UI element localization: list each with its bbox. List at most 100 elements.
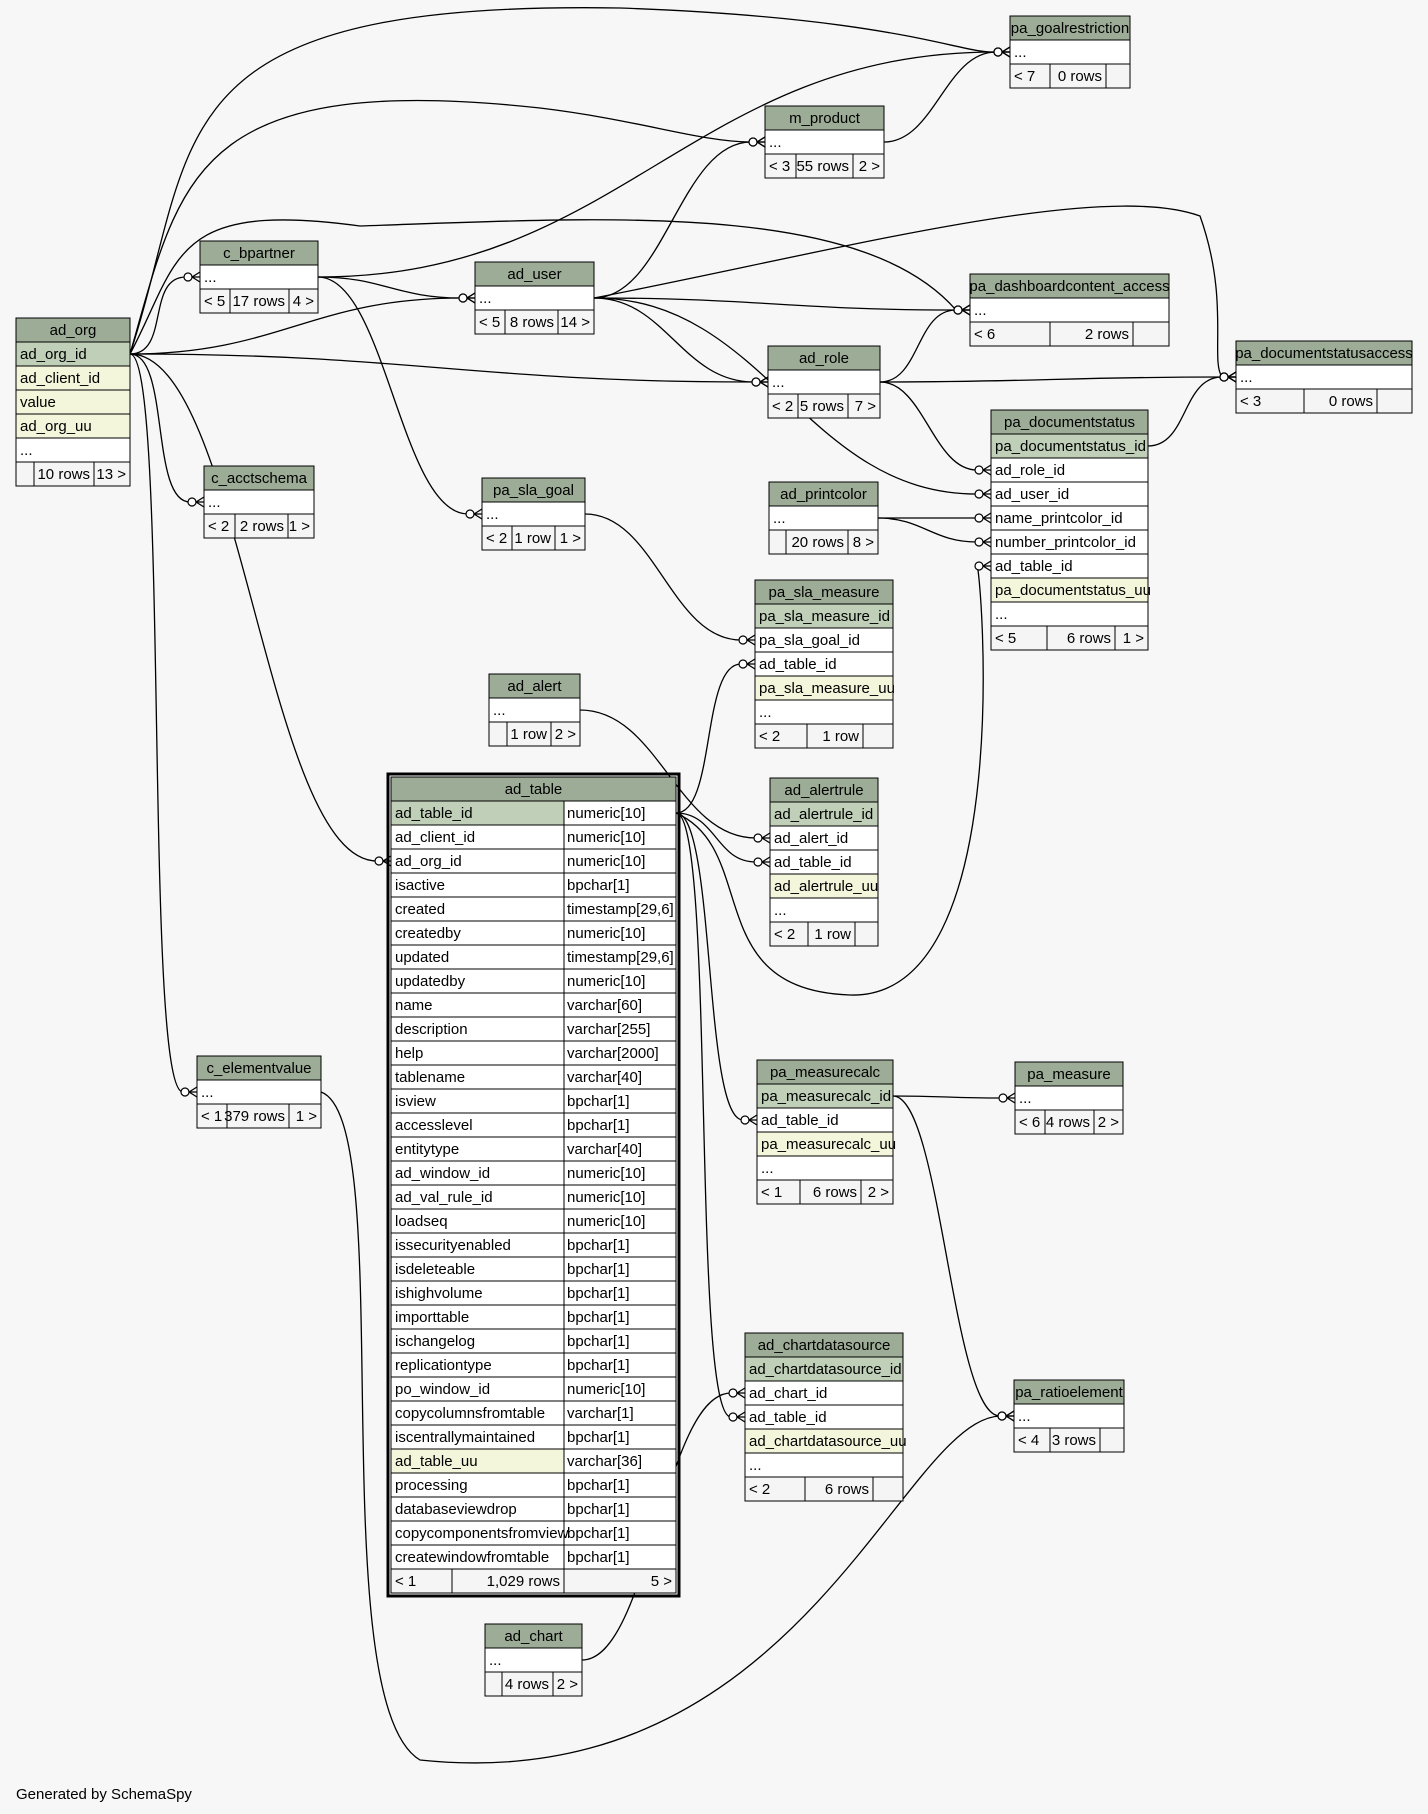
- optional-circle-marker: [738, 635, 748, 645]
- column-type: varchar[40]: [567, 1141, 642, 1158]
- children-count: 2 >: [557, 1676, 579, 1693]
- column-name: isactive: [395, 877, 445, 894]
- relationship-line-ad-table-to-ad-chartdatasource: [675, 812, 732, 1418]
- more-columns-ellipsis: ...: [1019, 1090, 1032, 1107]
- optional-circle-marker: [180, 1087, 190, 1097]
- column-type: numeric[10]: [567, 1213, 645, 1230]
- column-row: pa_measurecalc_uu: [756, 1131, 896, 1157]
- relationship-line-c-bpartner-to-ad-user: [317, 276, 462, 299]
- more-columns-row: ...: [1014, 1085, 1124, 1111]
- more-columns-ellipsis: ...: [20, 442, 33, 459]
- relationship-line-ad-table-to-pa-documentstatus: [675, 565, 984, 996]
- more-columns-row: ...: [203, 489, 315, 515]
- relationship-line-ad-role-to-pa-documentstatus: [879, 381, 978, 471]
- optional-circle-marker: [998, 1093, 1008, 1103]
- relationship-line-ad-printcolor-to-pa-documentstatus: [877, 517, 978, 543]
- children-count: 14 >: [560, 314, 590, 331]
- column-row: number_printcolor_id: [990, 529, 1149, 555]
- crows-foot-marker: [1227, 371, 1237, 383]
- table-pa-documentstatus[interactable]: pa_documentstatuspa_documentstatus_idad_…: [990, 409, 1151, 651]
- column-name: ad_window_id: [395, 1165, 490, 1182]
- row-count: 55 rows: [796, 158, 849, 175]
- column-name: description: [395, 1021, 468, 1038]
- more-columns-ellipsis: ...: [1240, 369, 1253, 386]
- column-type: bpchar[1]: [567, 1237, 630, 1254]
- crows-foot-marker: [1001, 46, 1011, 58]
- children-count: 2 >: [555, 726, 577, 743]
- crows-foot-marker: [982, 464, 992, 476]
- column-type: varchar[1]: [567, 1405, 634, 1422]
- children-count: 2 >: [1098, 1114, 1120, 1131]
- column-type: bpchar[1]: [567, 1261, 630, 1278]
- more-columns-row: ...: [196, 1079, 322, 1105]
- relationship-line-pa-sla-goal-to-pa-sla-measure: [584, 513, 742, 641]
- more-columns-ellipsis: ...: [208, 494, 221, 511]
- row-count: 2 rows: [240, 518, 284, 535]
- row-count: 20 rows: [791, 534, 844, 551]
- table-title: ad_alert: [507, 678, 562, 695]
- row-count: 17 rows: [232, 293, 285, 310]
- table-title: ad_role: [799, 350, 849, 367]
- column-row: pa_sla_measure_uu: [754, 675, 895, 701]
- crows-foot-marker: [982, 512, 992, 524]
- relationship-line-ad-table-to-ad-alertrule: [675, 812, 757, 863]
- relationship-line-pa-measurecalc-to-pa-measure: [892, 1095, 1002, 1099]
- column-name: processing: [395, 1477, 468, 1494]
- table-ad-org[interactable]: ad_orgad_org_idad_client_idvaluead_org_u…: [15, 317, 131, 487]
- relationship-line-ad-org-to-ad-role: [129, 353, 755, 383]
- parents-count: < 1: [201, 1108, 222, 1125]
- more-columns-ellipsis: ...: [774, 902, 787, 919]
- table-pa-sla-measure[interactable]: pa_sla_measurepa_sla_measure_idpa_sla_go…: [754, 579, 895, 749]
- crows-foot-marker: [195, 496, 205, 508]
- column-name: name_printcolor_id: [995, 510, 1123, 527]
- table-ad-chartdatasource[interactable]: ad_chartdatasourcead_chartdatasource_ida…: [744, 1332, 907, 1502]
- relationship-line-ad-org-to-m-product: [129, 99, 752, 355]
- table-pa-measurecalc[interactable]: pa_measurecalcpa_measurecalc_idad_table_…: [756, 1059, 896, 1205]
- crows-foot-marker: [961, 304, 971, 316]
- optional-circle-marker: [740, 1115, 750, 1125]
- more-columns-row: ...: [481, 501, 586, 527]
- more-columns-ellipsis: ...: [1014, 44, 1027, 61]
- column-type: numeric[10]: [567, 805, 645, 822]
- parents-count: < 2: [208, 518, 229, 535]
- children-count: 1 >: [296, 1108, 318, 1125]
- column-name: ad_alertrule_id: [774, 806, 873, 823]
- table-ad-alertrule[interactable]: ad_alertrulead_alertrule_idad_alert_idad…: [769, 777, 879, 947]
- column-name: ad_table_id: [995, 558, 1073, 575]
- optional-circle-marker: [728, 1412, 738, 1422]
- more-columns-row: ...: [764, 129, 885, 155]
- column-type: bpchar[1]: [567, 1429, 630, 1446]
- relationship-line-ad-user-to-ad-role: [593, 297, 755, 383]
- table-title: pa_measurecalc: [770, 1064, 881, 1081]
- column-type: varchar[255]: [567, 1021, 650, 1038]
